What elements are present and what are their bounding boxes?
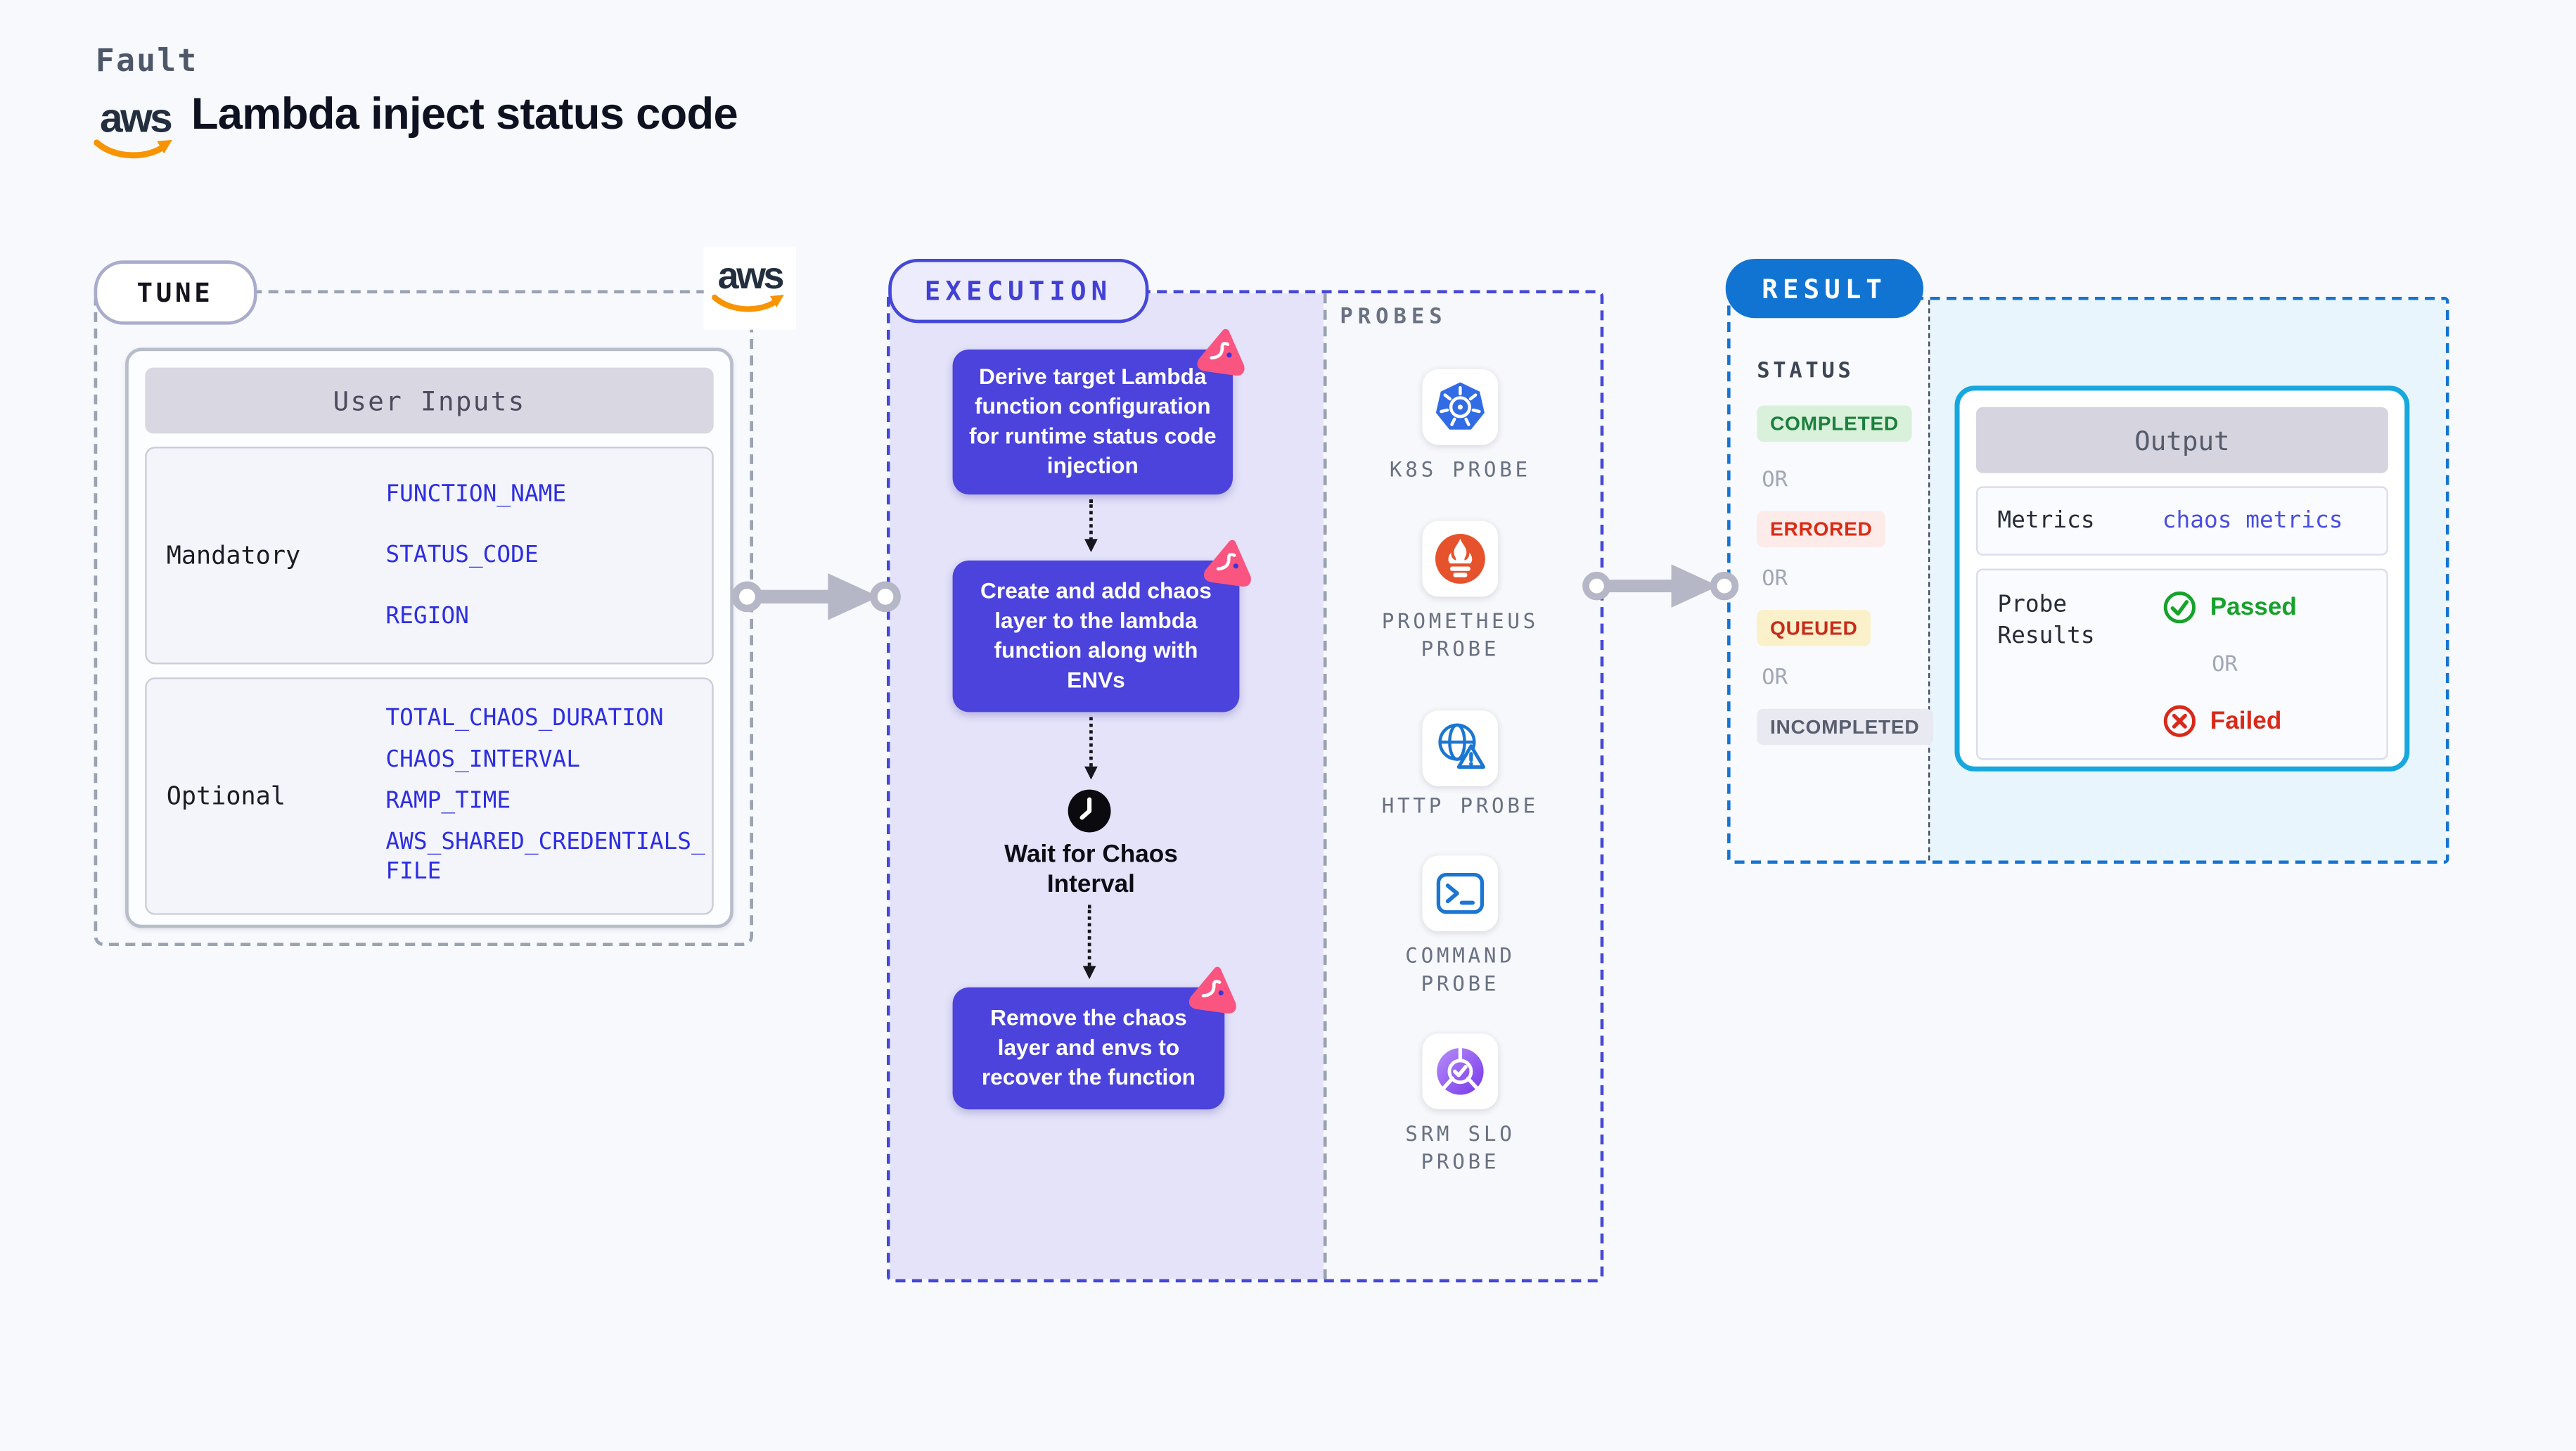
user-inputs-header: User Inputs [145, 367, 714, 434]
probe-results-row: Probe Results Passed OR Failed [1975, 568, 2388, 760]
litmus-chaos-icon [1188, 966, 1236, 1014]
page-title: Lambda inject status code [191, 89, 738, 139]
or-label: OR [2212, 651, 2238, 677]
mandatory-label: Mandatory [166, 540, 301, 570]
status-badge-incompleted: INCOMPLETED [1757, 708, 1933, 746]
execution-badge-label: EXECUTION [924, 275, 1113, 307]
connector-arrow [1084, 499, 1098, 553]
or-label: OR [1762, 468, 1788, 493]
aws-smile-icon [712, 295, 784, 313]
passed-label: Passed [2210, 593, 2297, 622]
wait-step-label: Wait for Chaos Interval [1004, 840, 1178, 899]
terminal-icon [1436, 872, 1485, 914]
execution-badge: EXECUTION [888, 258, 1148, 324]
status-badge-completed: COMPLETED [1757, 405, 1912, 442]
or-label: OR [1762, 665, 1788, 691]
globe-warning-icon [1438, 723, 1486, 769]
env-var-total-chaos-duration: TOTAL_CHAOS_DURATION [385, 705, 664, 733]
x-circle-icon [2163, 705, 2196, 737]
probe-results-label: Probe Results [1997, 592, 2095, 650]
result-badge-label: RESULT [1762, 272, 1887, 305]
probe-results-values: Passed OR Failed [2162, 570, 2297, 758]
metrics-row: Metrics chaos metrics [1975, 486, 2388, 556]
passed-indicator: Passed [2162, 590, 2297, 625]
connector-arrow [1084, 717, 1098, 780]
probe-item-k8s [1422, 369, 1499, 445]
probe-item-srm-slo [1422, 1033, 1499, 1110]
failed-indicator: Failed [2162, 704, 2297, 739]
env-var-ramp-time: RAMP_TIME [385, 788, 511, 815]
mandatory-row: Mandatory FUNCTION_NAME STATUS_CODE REGI… [145, 447, 714, 665]
step-add-chaos-layer: Create and add chaos layer to the lambda… [952, 539, 1251, 712]
or-label: OR [1762, 567, 1788, 592]
tune-badge: TUNE [94, 260, 257, 325]
metrics-label: Metrics [1997, 506, 2095, 534]
result-badge: RESULT [1725, 258, 1923, 319]
optional-values: TOTAL_CHAOS_DURATION CHAOS_INTERVAL RAMP… [385, 679, 712, 914]
probe-label-http: HTTP PROBE [1381, 793, 1539, 818]
tune-badge-label: TUNE [136, 276, 214, 309]
aws-smile-icon [94, 139, 172, 159]
check-circle-icon [2163, 592, 2196, 624]
mandatory-values: FUNCTION_NAME STATUS_CODE REGION [385, 448, 712, 663]
gauge-check-icon [1437, 1047, 1484, 1095]
step-remove-chaos-layer: Remove the chaos layer and envs to recov… [952, 966, 1236, 1110]
probe-label-command: COMMAND PROBE [1405, 942, 1516, 996]
status-column [1730, 300, 1928, 861]
arrow-tune-to-execution [731, 573, 901, 620]
probe-label-k8s: K8S PROBE [1389, 456, 1531, 482]
failed-label: Failed [2210, 707, 2282, 736]
step-text: Create and add chaos layer to the lambda… [980, 579, 1212, 692]
tune-panel [94, 290, 754, 947]
aws-logo: aws [92, 95, 178, 163]
optional-row: Optional TOTAL_CHAOS_DURATION CHAOS_INTE… [145, 677, 714, 915]
step-text: Derive target Lambda function configurat… [968, 364, 1217, 478]
arrow-execution-to-result [1582, 564, 1739, 608]
probe-label-srm-slo: SRM SLO PROBE [1405, 1120, 1516, 1174]
probe-item-command [1422, 855, 1499, 932]
status-badge-queued: QUEUED [1757, 610, 1871, 646]
optional-label: Optional [166, 781, 286, 812]
output-header: Output [1975, 407, 2388, 473]
user-inputs-card: User Inputs Mandatory FUNCTION_NAME STAT… [125, 347, 733, 928]
clock-icon [1068, 789, 1111, 833]
metrics-value: chaos metrics [2162, 507, 2343, 535]
probe-item-http [1422, 710, 1499, 786]
env-var-aws-shared-credentials-file: AWS_SHARED_CREDENTIALS_FILE [385, 829, 705, 886]
env-var-function-name: FUNCTION_NAME [385, 481, 567, 509]
prometheus-icon [1435, 534, 1485, 584]
litmus-chaos-icon [1203, 539, 1251, 587]
connector-arrow [1082, 905, 1096, 980]
output-card: Output Metrics chaos metrics Probe Resul… [1954, 385, 2410, 772]
aws-logo-text: aws [100, 95, 173, 142]
step-text: Remove the chaos layer and envs to recov… [981, 1006, 1196, 1089]
kubernetes-icon [1435, 382, 1485, 430]
step-derive-config: Derive target Lambda function configurat… [952, 328, 1245, 495]
litmus-chaos-icon [1197, 328, 1245, 376]
tune-aws-logo: aws [703, 247, 796, 330]
env-var-region: REGION [385, 602, 469, 629]
probe-label-prometheus: PROMETHEUS PROBE [1381, 608, 1539, 661]
status-title: STATUS [1757, 359, 1854, 385]
fault-kicker: Fault [95, 42, 198, 79]
probes-title: PROBES [1340, 305, 1447, 330]
probe-item-prometheus [1422, 520, 1499, 597]
env-var-status-code: STATUS_CODE [385, 542, 539, 569]
status-badge-errored: ERRORED [1757, 511, 1886, 548]
aws-logo-text: aws [717, 253, 785, 297]
env-var-chaos-interval: CHAOS_INTERVAL [385, 747, 580, 774]
